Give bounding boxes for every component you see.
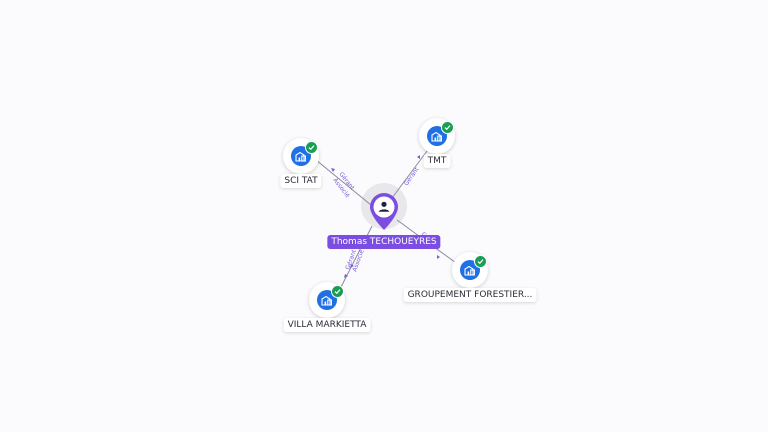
person-name-label[interactable]: Thomas TECHOUEYRES <box>327 235 441 249</box>
company-name-label[interactable]: VILLA MARKIETTA <box>283 318 371 332</box>
check-icon <box>474 255 487 268</box>
relation-label-tmt-1: Gérant <box>403 166 421 187</box>
check-icon <box>331 285 344 298</box>
check-icon <box>441 121 454 134</box>
check-icon <box>305 141 318 154</box>
company-name-label[interactable]: TMT <box>423 154 451 168</box>
edge-arrow-tmt <box>417 155 420 159</box>
edge-arrow-villa-markietta-2 <box>350 264 354 268</box>
edge-sci-tat <box>315 159 372 206</box>
company-name-label[interactable]: SCI TAT <box>280 174 322 188</box>
edge-arrow-groupement <box>437 255 440 259</box>
edge-arrow-villa-markietta <box>344 274 348 278</box>
person-icon <box>370 193 398 230</box>
company-name-label[interactable]: GROUPEMENT FORESTIER... <box>403 288 537 302</box>
edge-tmt <box>391 142 434 199</box>
edge-arrow-sci-tat <box>331 168 335 172</box>
